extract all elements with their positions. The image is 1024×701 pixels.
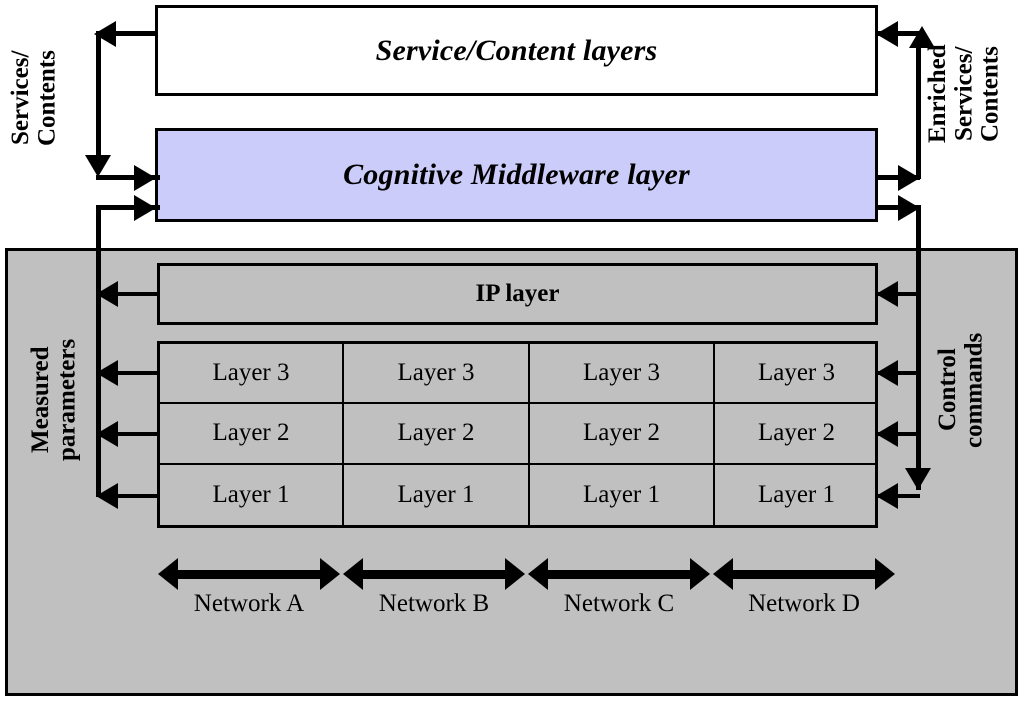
service-out-line-h [114, 31, 158, 36]
network-b-label: Network B [378, 590, 490, 617]
control-commands-trunk [916, 205, 921, 490]
measured-line-l3 [101, 371, 159, 375]
network-a-label: Network A [193, 590, 305, 617]
arrowhead-left-icon [876, 281, 898, 307]
arrowhead-left-icon [713, 558, 733, 590]
network-b-arrow: Network B [343, 556, 525, 617]
network-d-arrow: Network D [713, 556, 895, 617]
left-label-services-contents: Services/ Contents [7, 50, 61, 146]
grid-cell-r3-c4: Layer 3 [715, 344, 878, 405]
arrowhead-down-icon [905, 468, 931, 490]
control-line-l2 [878, 432, 920, 436]
arrowhead-down-icon [85, 155, 111, 177]
arrowhead-right-icon [320, 558, 340, 590]
grid-cell-r1-c2: Layer 1 [344, 464, 530, 525]
measured-line-l2 [101, 432, 159, 436]
arrowhead-right-icon [690, 558, 710, 590]
arrow-shaft [172, 570, 326, 579]
grid-cell-r2-c3: Layer 2 [530, 404, 715, 465]
arrowhead-left-icon [876, 360, 898, 386]
left-label-measured-parameters: Measured parameters [27, 338, 81, 462]
control-line-l3 [878, 371, 920, 375]
arrowhead-right-icon [898, 195, 920, 221]
arrowhead-left-icon [876, 421, 898, 447]
network-d-label: Network D [748, 590, 860, 617]
grid-cell-r3-c1: Layer 3 [160, 344, 344, 405]
middleware-in-line-lower [96, 205, 160, 210]
arrowhead-left-icon [343, 558, 363, 590]
arrowhead-left-icon [96, 421, 118, 447]
ip-layer-box: IP layer [157, 263, 878, 325]
control-line-l1 [878, 494, 920, 498]
service-content-layers-box: Service/Content layers [155, 5, 878, 96]
arrowhead-left-icon [96, 483, 118, 509]
grid-cell-r1-c1: Layer 1 [160, 464, 344, 525]
control-line-ip [878, 292, 920, 296]
grid-cell-r1-c3: Layer 1 [530, 464, 715, 525]
arrowhead-right-icon [875, 558, 895, 590]
grid-cell-r2-c2: Layer 2 [344, 404, 530, 465]
measured-line-ip [101, 292, 159, 296]
measured-line-l1 [101, 494, 159, 498]
arrowhead-right-icon [898, 165, 920, 191]
grid-cell-r1-c4: Layer 1 [757, 480, 836, 508]
arrowhead-left-icon [876, 483, 898, 509]
right-label-control-commands: Control commands [934, 332, 988, 448]
ip-layer-label: IP layer [475, 280, 560, 307]
service-content-layers-label: Service/Content layers [375, 33, 658, 67]
arrowhead-up-icon [909, 26, 935, 48]
network-a-arrow: Network A [158, 556, 340, 617]
network-c-arrow: Network C [528, 556, 710, 617]
grid-cell-r2-c4: Layer 2 [715, 404, 878, 465]
grid-cell-r3-c3: Layer 3 [530, 344, 715, 405]
arrowhead-left-icon [96, 281, 118, 307]
arrowhead-left-icon [158, 558, 178, 590]
arrow-shaft [542, 570, 696, 579]
right-label-enriched-services-contents: Enriched Services/ Contents [924, 44, 1004, 144]
protocol-layer-grid: Layer 3 Layer 3 Layer 3 Layer 3 Layer 2 … [157, 341, 878, 528]
arrowhead-left-icon [528, 558, 548, 590]
cognitive-middleware-layer-box: Cognitive Middleware layer [155, 128, 878, 222]
arrowhead-right-icon [134, 165, 156, 191]
arrow-shaft [727, 570, 881, 579]
grid-cell-r3-c2: Layer 3 [344, 344, 530, 405]
arrowhead-left-icon [876, 21, 898, 47]
measured-params-trunk [96, 205, 101, 497]
arrow-shaft [357, 570, 511, 579]
cognitive-middleware-layer-label: Cognitive Middleware layer [343, 158, 690, 191]
arrowhead-right-icon [134, 195, 156, 221]
enriched-trunk [916, 33, 921, 179]
enriched-line-to-service [878, 31, 920, 36]
middleware-in-line-upper [96, 175, 160, 180]
arrowhead-right-icon [505, 558, 525, 590]
arrowhead-left-icon [96, 360, 118, 386]
grid-cell-r2-c1: Layer 2 [160, 404, 344, 465]
network-c-label: Network C [563, 590, 675, 617]
service-out-line-v [96, 31, 101, 163]
